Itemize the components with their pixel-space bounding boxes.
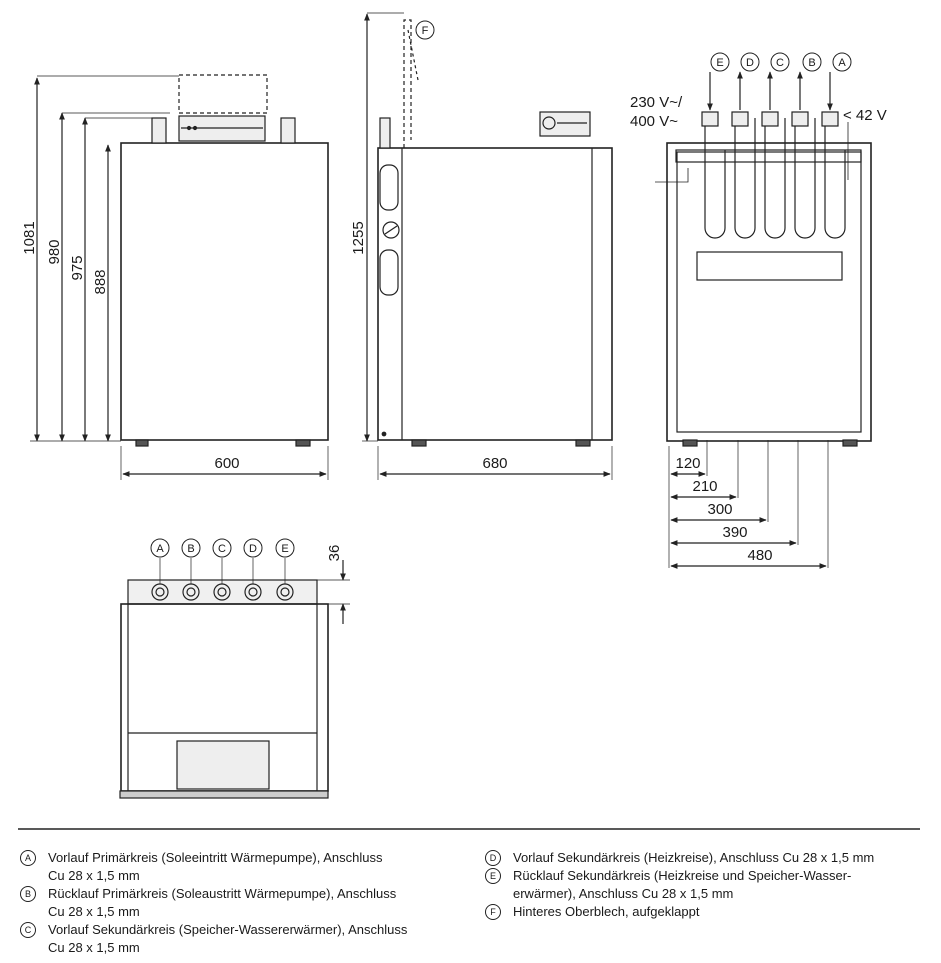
side-screw — [382, 221, 400, 239]
back-marker-a: A — [838, 57, 846, 69]
dim-975: 975 — [69, 255, 86, 280]
legend-item-f: F Hinteres Oberblech, aufgeklappt — [485, 903, 925, 921]
legend-item-e: E Rücklauf Sekundärkreis (Heizkreise und… — [485, 867, 925, 903]
dim-480: 480 — [747, 547, 772, 564]
back-marker-b: B — [808, 57, 815, 69]
dim-888: 888 — [92, 269, 109, 294]
legend-marker-c: C — [20, 922, 36, 938]
legend-item-d: D Vorlauf Sekundärkreis (Heizkreise), An… — [485, 849, 925, 867]
side-handle-bottom — [379, 249, 399, 296]
dim-210: 210 — [692, 478, 717, 495]
legend-marker-a: A — [20, 850, 36, 866]
legend-item-c: C Vorlauf Sekundärkreis (Speicher-Wasser… — [20, 921, 460, 957]
back-label-plate — [696, 251, 843, 281]
top-view — [119, 558, 350, 799]
front-hidden-top — [178, 74, 268, 114]
dim-680: 680 — [482, 455, 507, 472]
side-handle-top — [379, 164, 399, 211]
back-marker-c: C — [776, 57, 784, 69]
back-view — [655, 71, 872, 569]
dim-120: 120 — [675, 455, 700, 472]
top-marker-c: C — [218, 543, 226, 555]
legend-marker-b: B — [20, 886, 36, 902]
top-connection-markers: A B C D E — [150, 538, 295, 558]
voltage-label-1: 230 V~/ — [630, 94, 683, 111]
back-connection-markers: E D C B A — [710, 52, 852, 72]
front-view — [30, 74, 329, 480]
legend-right-column: D Vorlauf Sekundärkreis (Heizkreise), An… — [485, 849, 925, 921]
back-marker-d: D — [746, 57, 754, 69]
dim-300: 300 — [707, 501, 732, 518]
side-control-box — [539, 111, 591, 137]
legend-item-a: A Vorlauf Primärkreis (Soleeintritt Wärm… — [20, 849, 460, 885]
side-housing — [377, 147, 613, 441]
top-marker-d: D — [249, 543, 257, 555]
dim-1255: 1255 — [350, 221, 367, 254]
top-marker-a: A — [156, 543, 164, 555]
dim-600: 600 — [214, 455, 239, 472]
front-pipe-right — [280, 117, 296, 144]
voltage-label-low: < 42 V — [843, 107, 887, 124]
legend-item-b: B Rücklauf Primärkreis (Soleaustritt Wär… — [20, 885, 460, 921]
legend-marker-f: F — [485, 904, 501, 920]
front-housing — [120, 142, 329, 441]
dim-36: 36 — [326, 545, 343, 562]
side-view — [362, 12, 613, 480]
legend-marker-e: E — [485, 868, 501, 884]
top-control-box — [176, 740, 270, 790]
legend-left-column: A Vorlauf Primärkreis (Soleeintritt Wärm… — [20, 849, 460, 957]
top-marker-e: E — [281, 543, 288, 555]
back-marker-e: E — [716, 57, 723, 69]
marker-f: F — [415, 20, 435, 40]
top-marker-b: B — [187, 543, 194, 555]
dim-1081: 1081 — [21, 221, 38, 254]
legend-marker-d: D — [485, 850, 501, 866]
dim-390: 390 — [722, 524, 747, 541]
voltage-label-2: 400 V~ — [630, 113, 678, 130]
back-housing — [666, 142, 872, 442]
dim-980: 980 — [46, 239, 63, 264]
side-flap-outline — [403, 19, 412, 148]
svg-text:F: F — [422, 25, 429, 37]
front-pipe-left — [151, 117, 167, 144]
